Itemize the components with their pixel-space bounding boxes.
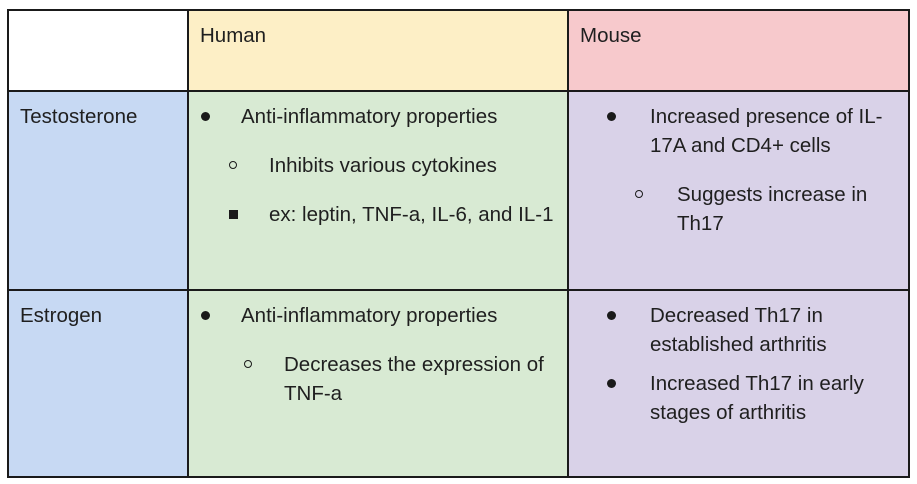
- row-label-cell: Testosterone: [7, 90, 189, 291]
- list-item-text: Decreases the expression of TNF-a: [284, 353, 544, 405]
- testosterone-mouse-cell: Increased presence of IL-17A and CD4+ ce…: [567, 90, 910, 291]
- list-item-text: Decreased Th17 in established arthritis: [650, 304, 827, 356]
- comparison-table: Human Mouse Testosterone Anti-inflammato…: [7, 9, 910, 478]
- list-item-text: Anti-inflammatory properties: [241, 304, 498, 327]
- header-mouse-cell: Mouse: [567, 9, 910, 92]
- list-item: Increased Th17 in early stages of arthri…: [569, 369, 908, 427]
- list-item-text: Anti-inflammatory properties: [241, 105, 498, 128]
- list-item: Suggests increase in Th17: [569, 180, 908, 238]
- list-item: Decreases the expression of TNF-a: [189, 350, 567, 408]
- list-item-text: Increased presence of IL-17A and CD4+ ce…: [650, 105, 883, 157]
- filled-disc-bullet-icon: [195, 102, 215, 131]
- list-item-text: Increased Th17 in early stages of arthri…: [650, 372, 864, 424]
- header-human-cell: Human: [187, 9, 569, 92]
- row-label-testosterone: Testosterone: [20, 105, 138, 128]
- filled-disc-bullet-icon: [601, 102, 621, 131]
- corner-cell: [7, 9, 189, 92]
- list-item: Anti-inflammatory properties: [189, 301, 567, 330]
- row-label-cell: Estrogen: [7, 289, 189, 478]
- list-item: Inhibits various cytokines: [189, 151, 567, 180]
- corner-label: [9, 11, 187, 21]
- list-item: Increased presence of IL-17A and CD4+ ce…: [569, 102, 908, 160]
- list-item-text: Inhibits various cytokines: [269, 154, 497, 177]
- filled-disc-bullet-icon: [601, 369, 621, 398]
- hollow-circle-bullet-icon: [629, 180, 649, 209]
- list-item-text: Suggests increase in Th17: [677, 183, 868, 235]
- table-row-testosterone: Testosterone Anti-inflammatory propertie…: [7, 90, 910, 291]
- testosterone-mouse-list: Increased presence of IL-17A and CD4+ ce…: [569, 102, 908, 238]
- filled-square-bullet-icon: [223, 200, 243, 229]
- hollow-circle-bullet-icon: [223, 151, 243, 180]
- filled-disc-bullet-icon: [601, 301, 621, 330]
- list-item: Decreased Th17 in established arthritis: [569, 301, 908, 359]
- row-label-estrogen: Estrogen: [20, 304, 103, 327]
- list-item: ex: leptin, TNF-a, IL-6, and IL-1: [189, 200, 567, 229]
- filled-disc-bullet-icon: [195, 301, 215, 330]
- header-human-label: Human: [200, 24, 267, 47]
- list-item-text: ex: leptin, TNF-a, IL-6, and IL-1: [269, 203, 554, 226]
- hollow-circle-bullet-icon: [238, 350, 258, 379]
- list-item: Anti-inflammatory properties: [189, 102, 567, 131]
- header-mouse-label: Mouse: [580, 24, 642, 47]
- header-row: Human Mouse: [7, 9, 910, 92]
